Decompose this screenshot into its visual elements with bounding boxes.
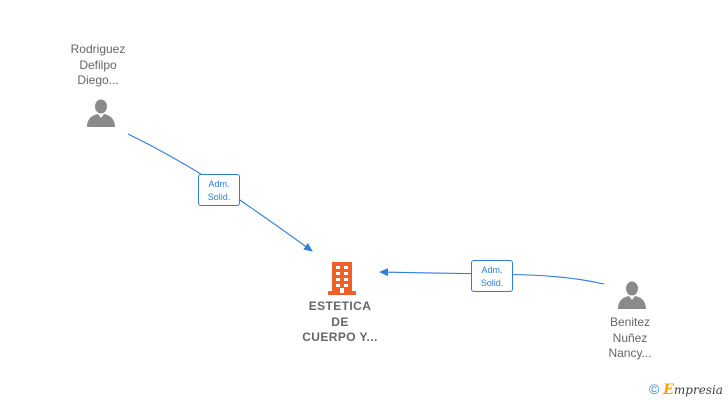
role-badge-line-2: Solid. — [207, 192, 231, 202]
copyright-icon: © — [649, 381, 660, 397]
brand-logo: Empresia — [663, 382, 723, 398]
person-name-line-1: Benitez — [609, 315, 651, 329]
person-silhouette-icon[interactable] — [86, 98, 116, 128]
company-name-line-2: DE — [331, 314, 349, 329]
copyright-watermark: © Empresia — [649, 380, 723, 399]
brand-name: mpresia — [673, 383, 723, 397]
role-badge-top[interactable]: Adm. Solid. — [198, 174, 240, 206]
company-name-line-3: CUERPO Y... — [302, 330, 378, 344]
person-silhouette-icon[interactable] — [617, 280, 647, 310]
person-node-right[interactable]: Benitez Nuñez Nancy... — [592, 315, 668, 362]
person-name-line-3: Nancy... — [608, 346, 652, 360]
role-badge-line-2: Solid. — [480, 278, 504, 288]
company-name-line-1: ESTETICA — [308, 299, 372, 313]
company-node[interactable]: ESTETICA DE CUERPO Y... — [290, 299, 390, 346]
person-name-line-2: Defilpo — [79, 57, 117, 72]
person-node-top[interactable]: Rodriguez Defilpo Diego... — [58, 42, 138, 89]
person-name-line-1: Rodriguez — [70, 42, 126, 56]
role-badge-line-1: Adm. — [208, 179, 230, 189]
role-badge-line-1: Adm. — [481, 265, 503, 275]
person-name-line-2: Nuñez — [612, 330, 648, 345]
person-name-line-3: Diego... — [77, 73, 119, 87]
brand-initial: E — [663, 382, 674, 398]
building-icon[interactable] — [327, 261, 357, 295]
role-badge-right[interactable]: Adm. Solid. — [471, 260, 513, 292]
